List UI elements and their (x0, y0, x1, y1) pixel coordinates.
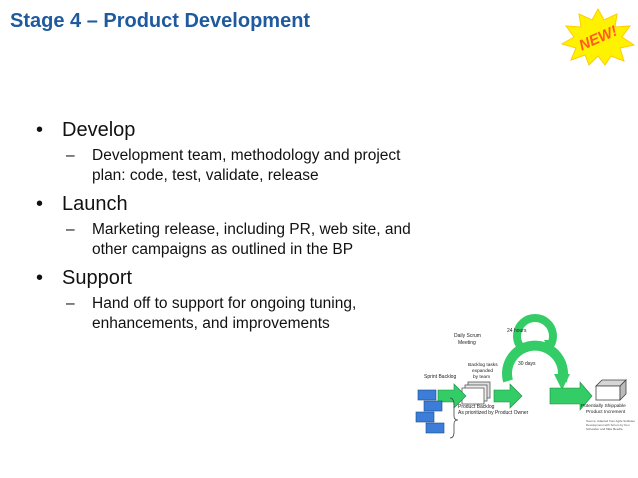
flow-arrow-2 (493, 383, 523, 409)
hours-label: 24 hours (507, 328, 527, 334)
daily-loop-arrow (513, 314, 557, 349)
product-backlog-label: Product Backlog (458, 404, 495, 410)
bullet-support: • Support (36, 267, 133, 289)
sub-bullet-launch: – Marketing release, including PR, web s… (66, 221, 411, 258)
sprint-backlog-label: Sprint Backlog (424, 374, 456, 380)
slide-title: Stage 4 – Product Development (10, 10, 311, 32)
sprint-loop-arrow (502, 340, 568, 383)
bullet-launch: • Launch (36, 193, 128, 215)
prioritized-label: As prioritized by Product Owner (458, 410, 529, 416)
bullet-label: Support (62, 267, 133, 289)
bullet-label: Develop (62, 119, 136, 141)
backlog-tasks-label: Backlog tasks expanded by team (468, 362, 499, 380)
sub-bullet-develop: – Development team, methodology and proj… (66, 146, 416, 186)
new-badge: NEW! (560, 7, 636, 66)
sub-bullet-text: Hand off to support for ongoing tuning, … (92, 295, 357, 332)
bullet-label: Launch (62, 193, 128, 215)
sub-bullet-text: Marketing release, including PR, web sit… (92, 221, 411, 258)
bullet-list: • Develop – Development team, methodolog… (36, 118, 416, 340)
sub-bullet-support: – Hand off to support for ongoing tuning… (66, 294, 416, 334)
daily-scrum-label: Daily Scrum Meeting (454, 333, 482, 346)
days-label: 30 days (518, 361, 536, 367)
product-backlog-stack (417, 389, 437, 401)
source-note: Source: Adapted from Agile Software Deve… (586, 419, 636, 431)
sub-bullet-text: Development team, methodology and projec… (92, 147, 401, 184)
starburst-icon (560, 7, 636, 66)
flow-arrow-3 (549, 381, 593, 411)
increment-label: Potentially Shippable Product Increment (581, 403, 627, 415)
scrum-diagram: 24 hours 30 days Daily Scrum Meeting Bac… (410, 306, 638, 452)
backlog-bracket (449, 397, 459, 439)
bullet-develop: • Develop (36, 119, 136, 141)
sprint-loop-arrowhead (554, 374, 570, 390)
